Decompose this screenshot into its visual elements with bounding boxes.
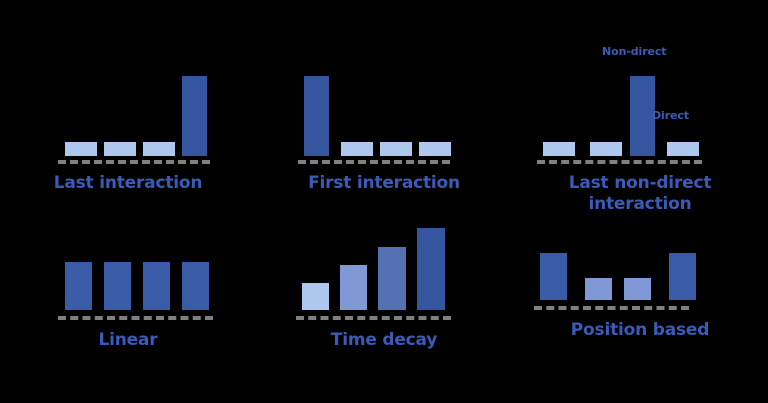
panel-caption: Linear [98, 330, 158, 350]
plot-area [256, 56, 512, 156]
bar [104, 142, 136, 156]
bar [65, 262, 92, 310]
baseline-dashed [534, 306, 689, 310]
bar [417, 228, 445, 310]
bar [419, 142, 451, 156]
bar [143, 262, 170, 310]
bar [340, 265, 367, 310]
bar [143, 142, 175, 156]
panel-first-interaction: First interaction [256, 56, 512, 193]
bar [378, 247, 406, 310]
panel-caption: Position based [570, 320, 710, 340]
plot-area [512, 250, 768, 300]
panel-caption: Last non-direct interaction [512, 173, 768, 215]
annotation-direct: Direct [652, 109, 689, 122]
bar [182, 262, 209, 310]
panel-caption-line-2: interaction [588, 194, 692, 214]
plot-area [0, 56, 256, 156]
panel-caption: First interaction [308, 173, 460, 193]
plot-area: Non-direct Direct [512, 45, 768, 156]
bar [585, 278, 612, 300]
plot-area [0, 250, 256, 310]
bar [624, 278, 651, 300]
panel-time-decay: Time decay [256, 228, 512, 350]
baseline-dashed [298, 160, 450, 164]
bar [304, 76, 329, 156]
panel-last-interaction: Last interaction [0, 56, 256, 193]
bar [182, 76, 207, 156]
bar [341, 142, 373, 156]
panel-caption: Time decay [330, 330, 438, 350]
bar [302, 283, 329, 310]
bar-direct [667, 142, 699, 156]
bar-non-direct [630, 76, 655, 156]
panel-linear: Linear [0, 250, 256, 350]
panel-caption: Last interaction [53, 173, 203, 193]
annotation-non-direct: Non-direct [602, 45, 667, 58]
baseline-dashed [58, 316, 213, 320]
bar [65, 142, 97, 156]
bar [380, 142, 412, 156]
baseline-dashed [296, 316, 451, 320]
bar [104, 262, 131, 310]
panel-position-based: Position based [512, 250, 768, 340]
baseline-dashed [58, 160, 210, 164]
plot-area [256, 228, 512, 310]
bar [590, 142, 622, 156]
bar [543, 142, 575, 156]
bar [669, 253, 696, 300]
panel-last-non-direct-interaction: Non-direct Direct Last non-direct intera… [512, 45, 768, 214]
baseline-dashed [537, 160, 702, 164]
bar [540, 253, 567, 300]
panel-caption-line-1: Last non-direct [568, 173, 712, 193]
